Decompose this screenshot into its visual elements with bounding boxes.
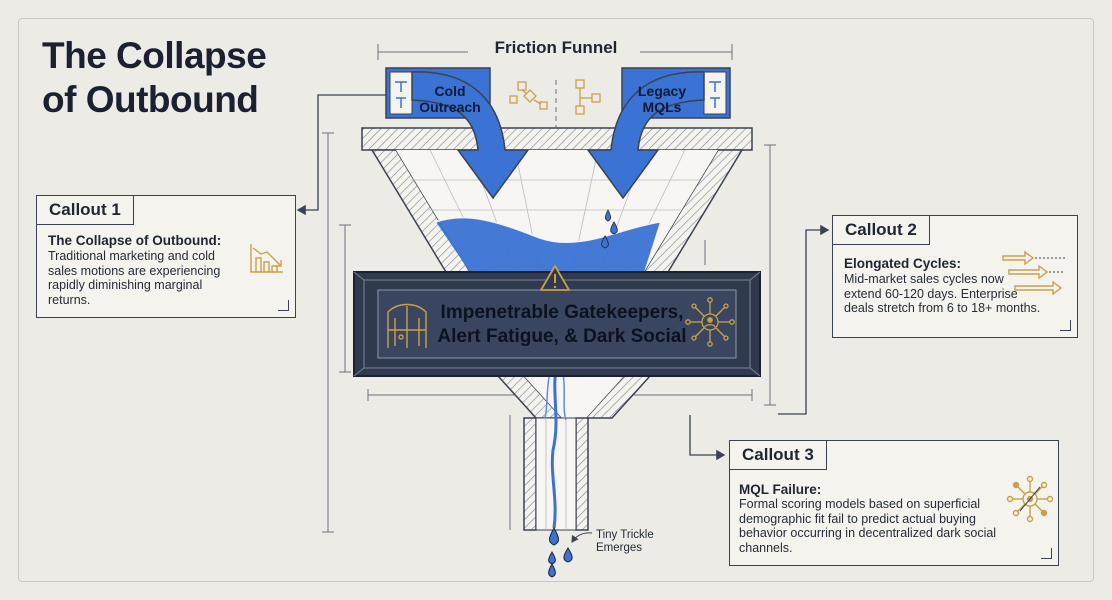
page-title: The Collapse of Outbound (42, 35, 267, 120)
input-right-line-2: MQLs (643, 99, 682, 115)
warning-icon (540, 265, 570, 291)
callout-1-body: Traditional marketing and cold sales mot… (48, 249, 221, 307)
input-left-line-1: Cold (434, 83, 465, 99)
callout-3-corner (1041, 548, 1052, 559)
callout-1-heading: Callout 1 (37, 196, 134, 225)
callout-connectors (296, 94, 830, 461)
callout-1: Callout 1 The Collapse of Outbound: Trad… (36, 195, 296, 318)
callout-2-body: Mid-market sales cycles now extend 60-12… (844, 272, 1041, 315)
input-left-line-2: Outreach (419, 99, 480, 115)
callout-3-heading: Callout 3 (730, 441, 827, 470)
trickle-line-2: Emerges (596, 542, 642, 554)
callout-3-subtitle: MQL Failure: (739, 482, 822, 497)
funnel-label: Friction Funnel (495, 38, 618, 57)
droplet-icon (548, 526, 573, 578)
callout-1-corner (278, 300, 289, 311)
gate-icon (387, 303, 427, 348)
callout-2: Callout 2 Elongated Cycles: Mid-market s… (832, 215, 1078, 338)
trickle-label: Tiny Trickle Emerges (571, 529, 654, 554)
callout-1-subtitle: The Collapse of Outbound: (48, 233, 222, 248)
callout-2-subtitle: Elongated Cycles: (844, 256, 962, 271)
input-cold-outreach: Cold Outreach (385, 67, 530, 200)
barrier-line-1: Impenetrable Gatekeepers, (441, 302, 684, 323)
page-frame (18, 18, 1094, 582)
callout-3-body: Formal scoring models based on superfici… (739, 497, 997, 555)
droplet-icon (601, 209, 618, 249)
flowchart-icon (509, 81, 548, 110)
funnel-body (361, 127, 753, 531)
callout-2-corner (1060, 320, 1071, 331)
flowchart-icon (575, 79, 601, 115)
network-icon (685, 297, 735, 347)
barrier-line-2: Alert Fatigue, & Dark Social (437, 326, 686, 347)
input-legacy-mqls: Legacy MQLs (586, 67, 731, 200)
trickle-line-1: Tiny Trickle (596, 529, 654, 541)
input-right-line-1: Legacy (638, 83, 686, 99)
arrows-icon (1002, 250, 1065, 296)
callout-2-heading: Callout 2 (833, 216, 930, 245)
chart-down-icon (250, 244, 283, 273)
hub-icon (1006, 475, 1054, 523)
callout-3: Callout 3 MQL Failure: Formal scoring mo… (729, 440, 1059, 566)
